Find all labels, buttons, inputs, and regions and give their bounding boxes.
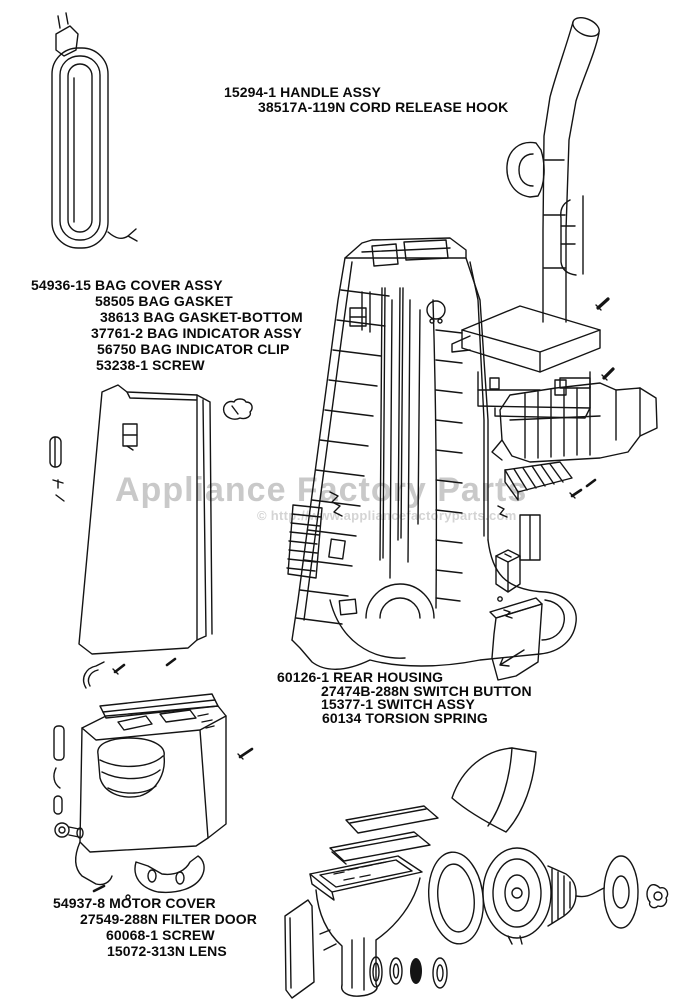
callout-handle-assy: 15294-1 HANDLE ASSY 38517A-119N CORD REL… [224, 85, 508, 115]
power-cord-drawing [51, 12, 138, 249]
part-label: 38517A-119N CORD RELEASE HOOK [258, 99, 509, 115]
part-label: 15072-313N LENS [107, 943, 227, 959]
part-label: 60126-1 REAR HOUSING [277, 669, 444, 685]
screw-drawings-right [595, 297, 615, 381]
watermark-title: Appliance Factory Parts [115, 471, 528, 509]
part-label: 54937-8 MOTOR COVER [53, 895, 216, 911]
callout-rear-housing: 60126-1 REAR HOUSING 27474B-288N SWITCH … [277, 669, 532, 726]
handle-pivot-bracket-drawing [491, 377, 658, 463]
switch-parts-drawing [489, 461, 597, 681]
handle-assy-drawing [451, 17, 601, 419]
part-label: 15377-1 SWITCH ASSY [321, 696, 475, 712]
part-label: 60134 TORSION SPRING [322, 709, 488, 726]
motor-parts-drawing [428, 847, 669, 945]
part-label: 56750 BAG INDICATOR CLIP [97, 341, 290, 357]
part-label: 60068-1 SCREW [106, 927, 215, 943]
part-label: 38613 BAG GASKET-BOTTOM [100, 309, 303, 325]
rear-housing-drawing [286, 237, 577, 670]
part-label: 37761-2 BAG INDICATOR ASSY [91, 325, 302, 341]
callout-motor-cover: 54937-8 MOTOR COVER 27549-288N FILTER DO… [53, 895, 257, 959]
part-label: 27549-288N FILTER DOOR [80, 911, 257, 927]
part-label: 53238-1 SCREW [96, 357, 205, 373]
filter-door-parts-drawing [237, 747, 537, 999]
bag-cover-drawing [78, 384, 213, 655]
motor-cover-drawing [53, 657, 227, 900]
part-label: 54936-15 BAG COVER ASSY [31, 277, 223, 293]
part-label: 58505 BAG GASKET [95, 293, 233, 309]
callout-bag-cover: 54936-15 BAG COVER ASSY 58505 BAG GASKET… [31, 277, 303, 373]
part-label: 15294-1 HANDLE ASSY [224, 84, 381, 100]
bag-indicator-parts-drawing [49, 398, 253, 502]
part-label: 27474B-288N SWITCH BUTTON [321, 682, 532, 699]
